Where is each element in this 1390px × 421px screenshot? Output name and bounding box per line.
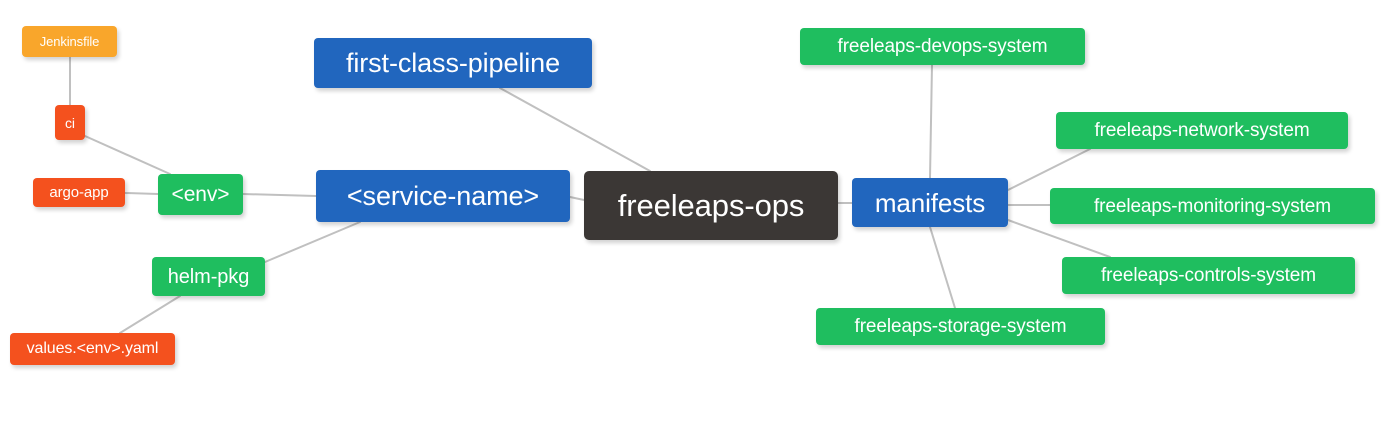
- node-freeleaps-devops-system[interactable]: freeleaps-devops-system: [800, 28, 1085, 65]
- edge-manifests-to-freeleaps-storage-system: [929, 226, 956, 309]
- node-service-name[interactable]: <service-name>: [316, 170, 570, 222]
- edge-env-to-service-name: [242, 193, 317, 197]
- node-helm-pkg[interactable]: helm-pkg: [152, 257, 265, 296]
- edge-helm-pkg-to-service-name: [264, 221, 361, 263]
- edge-manifests-to-freeleaps-controls-system: [1007, 219, 1111, 258]
- edge-manifests-to-freeleaps-devops-system: [929, 64, 933, 179]
- node-ci[interactable]: ci: [55, 105, 85, 140]
- node-freeleaps-network-system[interactable]: freeleaps-network-system: [1056, 112, 1348, 149]
- edge-values-yaml-to-helm-pkg: [119, 295, 181, 334]
- node-freeleaps-storage-system[interactable]: freeleaps-storage-system: [816, 308, 1105, 345]
- node-values-yaml[interactable]: values.<env>.yaml: [10, 333, 175, 365]
- node-freeleaps-monitoring-system[interactable]: freeleaps-monitoring-system: [1050, 188, 1375, 224]
- edge-service-name-to-freeleaps-ops: [569, 196, 585, 201]
- edge-argo-app-to-env: [124, 192, 159, 195]
- node-freeleaps-ops[interactable]: freeleaps-ops: [584, 171, 838, 240]
- node-freeleaps-controls-system[interactable]: freeleaps-controls-system: [1062, 257, 1355, 294]
- node-env[interactable]: <env>: [158, 174, 243, 215]
- edge-manifests-to-freeleaps-network-system: [1007, 148, 1091, 191]
- node-jenkinsfile[interactable]: Jenkinsfile: [22, 26, 117, 57]
- edge-ci-to-env: [84, 135, 171, 175]
- node-manifests[interactable]: manifests: [852, 178, 1008, 227]
- edge-first-class-pipeline-to-freeleaps-ops: [499, 87, 651, 172]
- node-first-class-pipeline[interactable]: first-class-pipeline: [314, 38, 592, 88]
- node-argo-app[interactable]: argo-app: [33, 178, 125, 207]
